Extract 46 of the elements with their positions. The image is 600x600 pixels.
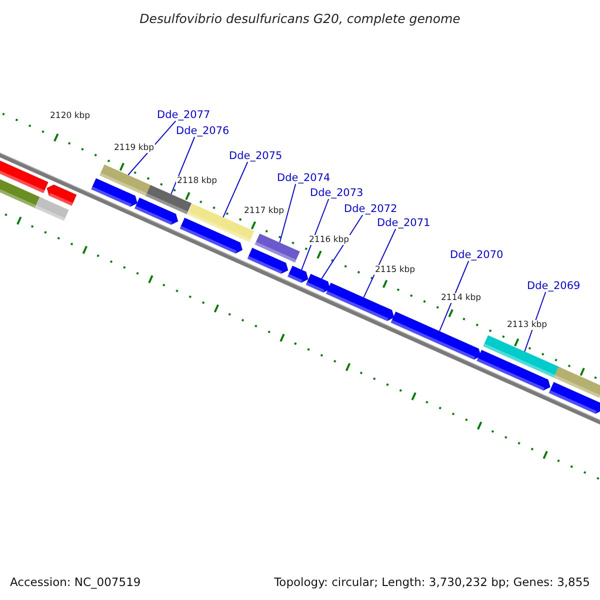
- position-label: 2117 kbp: [243, 206, 286, 216]
- leader-line: [301, 198, 330, 270]
- gene-feature: [247, 248, 288, 274]
- leader-line: [128, 120, 176, 176]
- gene-bar: [0, 159, 48, 194]
- position-label: 2115 kbp: [374, 265, 416, 275]
- title: Desulfovibrio desulfuricans G20, complete genome: [138, 10, 462, 28]
- gene-feature: [180, 218, 242, 254]
- accession-label: Accession: NC_007519: [10, 574, 141, 591]
- genome-info: Topology: circular; Length: 3,730,232 bp; Genes: 3,855: [274, 574, 590, 591]
- gene-label: Dde_2073: [310, 187, 364, 199]
- gene-feature: [548, 382, 600, 414]
- gene-bar: [34, 196, 69, 221]
- leader-line: [279, 184, 296, 244]
- leader-line: [439, 260, 470, 332]
- gene-bar: [254, 234, 300, 262]
- gene-feature: [46, 184, 77, 206]
- leader-line: [222, 162, 248, 218]
- leader-line: [363, 228, 396, 298]
- gene-label: Dde_2072: [344, 203, 398, 215]
- gene-label: Dde_2076: [176, 125, 230, 137]
- gene-label: Dde_2075: [229, 150, 282, 162]
- position-label: 2116 kbp: [308, 235, 350, 245]
- position-label: 2118 kbp: [176, 176, 218, 186]
- leader-line: [170, 136, 196, 195]
- gene-bar: [483, 335, 562, 379]
- gene-label: Dde_2071: [377, 217, 430, 229]
- gene-bar: [554, 366, 600, 398]
- position-label: 2114 kbp: [440, 293, 482, 303]
- gene-feature: [326, 282, 394, 321]
- gene-feature: [134, 198, 178, 225]
- gene-feature: [476, 350, 550, 391]
- gene-label: Dde_2074: [277, 172, 330, 184]
- gene-bar: [146, 184, 192, 214]
- gene-label: Dde_2069: [527, 280, 580, 292]
- position-label: 2113 kbp: [506, 320, 548, 330]
- gene-feature: [390, 312, 481, 360]
- gene-label: Dde_2077: [157, 109, 210, 121]
- position-label: 2119 kbp: [113, 143, 156, 153]
- gene-label: Dde_2070: [450, 249, 504, 261]
- leader-line: [321, 214, 364, 280]
- gene-bar: [100, 164, 152, 197]
- gene-feature: [306, 274, 330, 293]
- position-label: 2120 kbp: [49, 111, 92, 121]
- gene-feature: [91, 178, 138, 207]
- gene-feature: [288, 266, 308, 283]
